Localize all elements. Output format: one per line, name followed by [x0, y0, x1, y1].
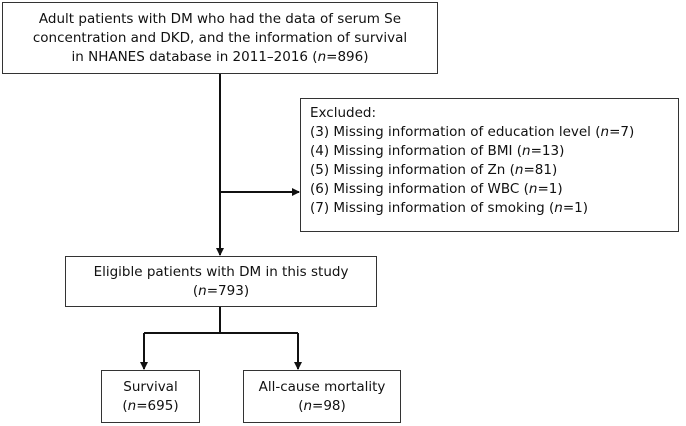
- start-line-2: concentration and DKD, and the informati…: [32, 29, 408, 46]
- eligible-box: Eligible patients with DM in this study …: [65, 256, 377, 307]
- survival-count: (n=695): [122, 397, 179, 414]
- start-line-1: Adult patients with DM who had the data …: [38, 10, 402, 27]
- mortality-box: All-cause mortality (n=98): [243, 370, 401, 423]
- start-line-3: in NHANES database in 2011–2016 (n=896): [71, 48, 369, 65]
- excluded-item: (3) Missing information of education lev…: [310, 124, 635, 140]
- mortality-label: All-cause mortality: [258, 378, 386, 395]
- excluded-item: (4) Missing information of BMI (n=13): [310, 143, 565, 159]
- survival-box: Survival (n=695): [101, 370, 200, 423]
- excluded-item: (7) Missing information of smoking (n=1): [310, 200, 588, 216]
- excluded-item: (6) Missing information of WBC (n=1): [310, 181, 563, 197]
- excluded-box: Excluded: (3) Missing information of edu…: [300, 98, 679, 232]
- mortality-count: (n=98): [298, 397, 346, 414]
- eligible-count: (n=793): [192, 282, 250, 299]
- start-box: Adult patients with DM who had the data …: [2, 2, 438, 74]
- eligible-label: Eligible patients with DM in this study: [93, 263, 349, 280]
- excluded-item: (5) Missing information of Zn (n=81): [310, 162, 558, 178]
- survival-label: Survival: [123, 378, 178, 395]
- excluded-title: Excluded:: [310, 105, 377, 121]
